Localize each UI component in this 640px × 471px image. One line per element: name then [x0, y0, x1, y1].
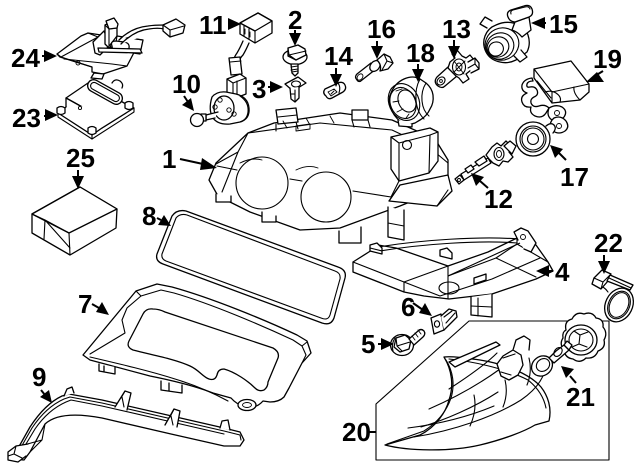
svg-text:6: 6 — [401, 292, 415, 322]
svg-text:13: 13 — [442, 14, 471, 44]
svg-text:12: 12 — [484, 184, 513, 214]
svg-text:16: 16 — [367, 14, 396, 44]
svg-text:10: 10 — [172, 69, 201, 99]
svg-text:25: 25 — [66, 143, 95, 173]
svg-text:21: 21 — [566, 382, 595, 412]
svg-text:8: 8 — [142, 201, 156, 231]
svg-text:24: 24 — [11, 43, 40, 73]
svg-text:15: 15 — [549, 9, 578, 39]
svg-text:3: 3 — [252, 74, 266, 104]
svg-text:9: 9 — [32, 362, 46, 392]
svg-text:22: 22 — [594, 228, 623, 258]
svg-text:7: 7 — [78, 289, 92, 319]
svg-text:1: 1 — [162, 144, 176, 174]
svg-text:2: 2 — [288, 5, 302, 35]
svg-text:20: 20 — [342, 417, 371, 447]
svg-text:23: 23 — [12, 103, 41, 133]
svg-text:5: 5 — [361, 329, 375, 359]
svg-text:19: 19 — [593, 44, 622, 74]
svg-text:11: 11 — [199, 10, 227, 40]
svg-text:4: 4 — [555, 257, 570, 287]
svg-text:17: 17 — [560, 162, 589, 192]
svg-text:14: 14 — [324, 41, 353, 71]
svg-text:18: 18 — [406, 38, 435, 68]
